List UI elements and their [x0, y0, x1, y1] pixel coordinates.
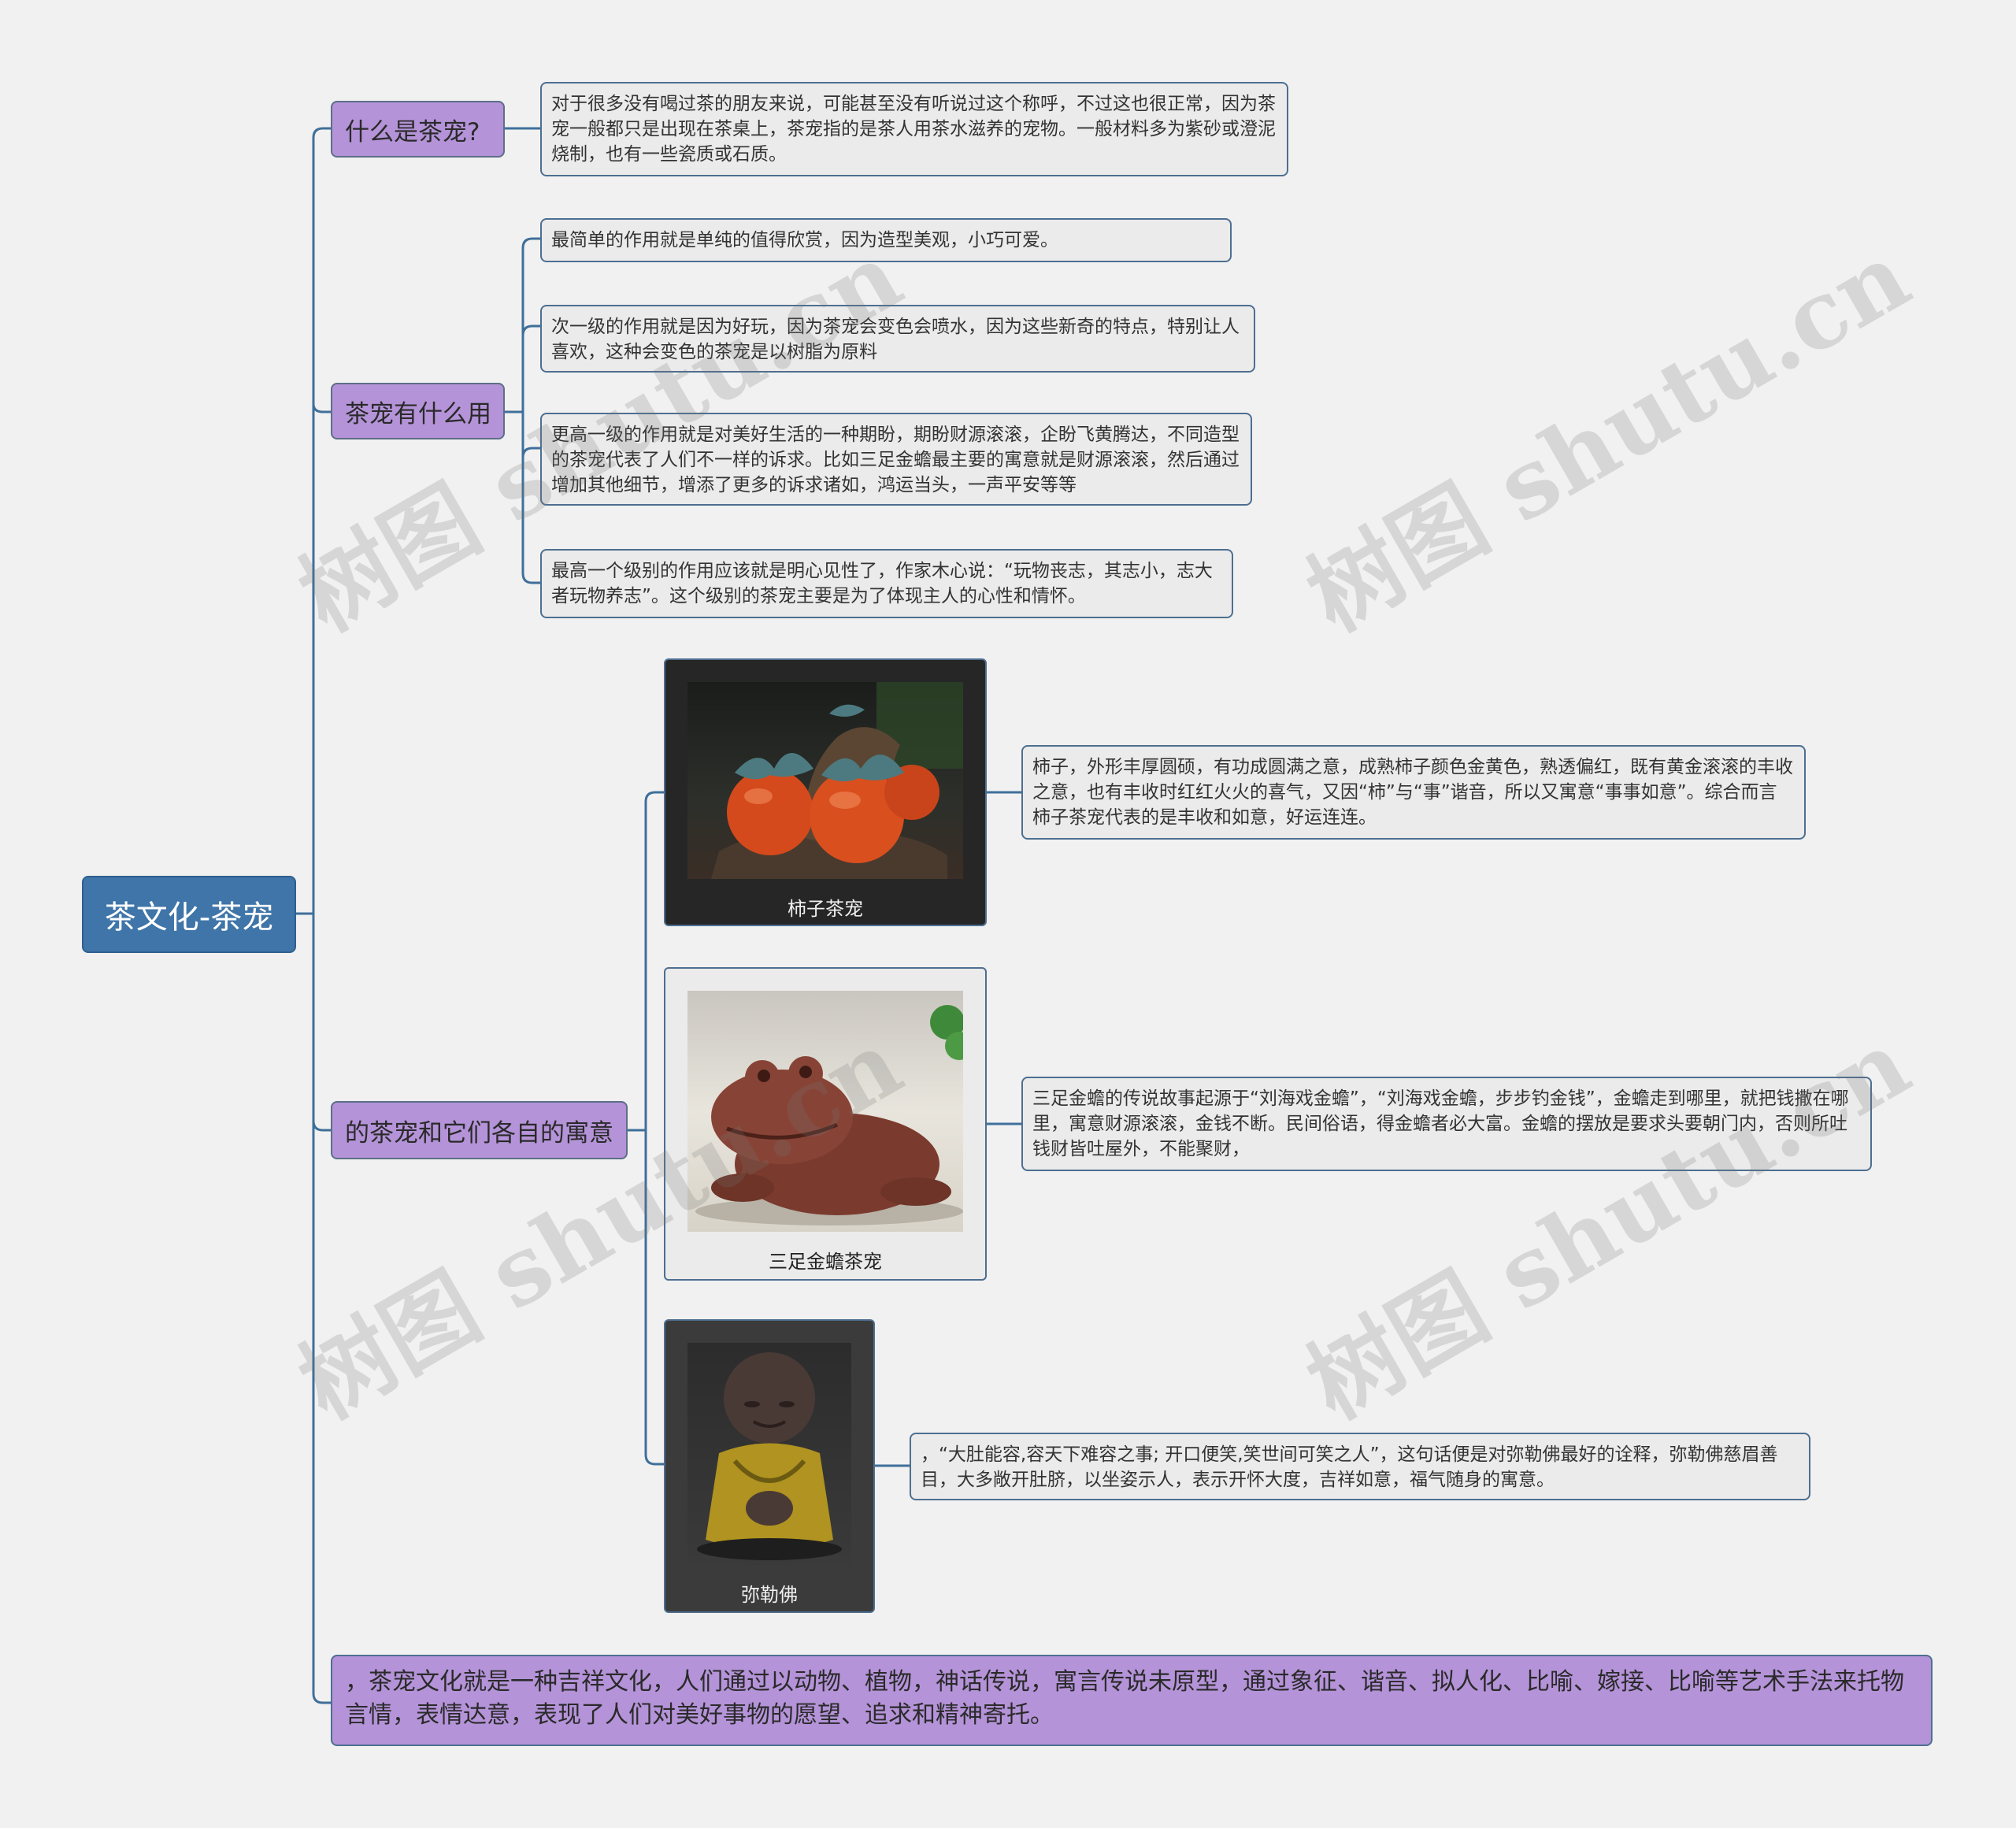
maitreya-illustration: [697, 1352, 842, 1560]
note-maitreya[interactable]: ，“大肚能容,容天下难容之事; 开口便笑,笑世间可笑之人”，这句话便是对弥勒佛最…: [910, 1433, 1810, 1500]
summary-node[interactable]: ，茶宠文化就是一种吉祥文化，人们通过以动物、植物，神话传说，寓言传说未原型，通过…: [331, 1655, 1933, 1746]
golden-toad-caption: 三足金蟾茶宠: [769, 1251, 882, 1273]
golden-toad-tea-pet-image: [687, 991, 963, 1232]
image-card-golden-toad[interactable]: 三足金蟾茶宠: [664, 967, 987, 1281]
maitreya-tea-pet-image: [687, 1343, 851, 1565]
topic-tea-pets-meanings[interactable]: 的茶宠和它们各自的寓意: [331, 1101, 628, 1159]
note-use-4[interactable]: 最高一个级别的作用应该就是明心见性了，作家木心说：“玩物丧志，其志小，志大者玩物…: [540, 549, 1233, 618]
root-node[interactable]: 茶文化-茶宠: [82, 876, 296, 953]
topic-what-is-tea-pet[interactable]: 什么是茶宠?: [331, 101, 505, 158]
note-golden-toad[interactable]: 三足金蟾的传说故事起源于“刘海戏金蟾”，“刘海戏金蟾，步步钓金钱”，金蟾走到哪里…: [1021, 1077, 1872, 1171]
note-use-3[interactable]: 更高一级的作用就是对美好生活的一种期盼，期盼财源滚滚，企盼飞黄腾达，不同造型的茶…: [540, 413, 1252, 506]
persimmon-tea-pet-image: [687, 682, 963, 879]
note-what-is-tea-pet[interactable]: 对于很多没有喝过茶的朋友来说，可能甚至没有听说过这个称呼，不过这也很正常，因为茶…: [540, 82, 1288, 176]
image-card-maitreya[interactable]: 弥勒佛: [664, 1319, 875, 1613]
toad-illustration: [695, 1005, 963, 1225]
maitreya-caption: 弥勒佛: [741, 1584, 798, 1606]
note-persimmon[interactable]: 柿子，外形丰厚圆硕，有功成圆满之意，成熟柿子颜色金黄色，熟透偏红，既有黄金滚滚的…: [1021, 745, 1806, 840]
image-card-persimmon[interactable]: 柿子茶宠: [664, 658, 987, 926]
note-use-2[interactable]: 次一级的作用就是因为好玩，因为茶宠会变色会喷水，因为这些新奇的特点，特别让人喜欢…: [540, 305, 1255, 373]
persimmon-caption: 柿子茶宠: [788, 898, 863, 920]
topic-tea-pet-uses[interactable]: 茶宠有什么用: [331, 383, 505, 439]
note-use-1[interactable]: 最简单的作用就是单纯的值得欣赏，因为造型美观，小巧可爱。: [540, 218, 1232, 262]
persimmon-illustration: [711, 682, 963, 879]
